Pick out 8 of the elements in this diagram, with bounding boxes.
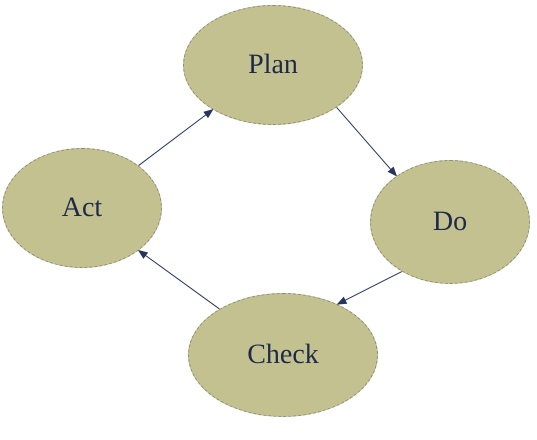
node-label: Check — [247, 338, 319, 372]
node-label: Act — [62, 191, 102, 225]
arrow — [336, 271, 402, 305]
node-label: Do — [432, 205, 468, 239]
arrow — [138, 250, 220, 310]
arrow — [336, 106, 398, 177]
node-label: Plan — [248, 48, 298, 82]
arrow — [138, 108, 214, 166]
